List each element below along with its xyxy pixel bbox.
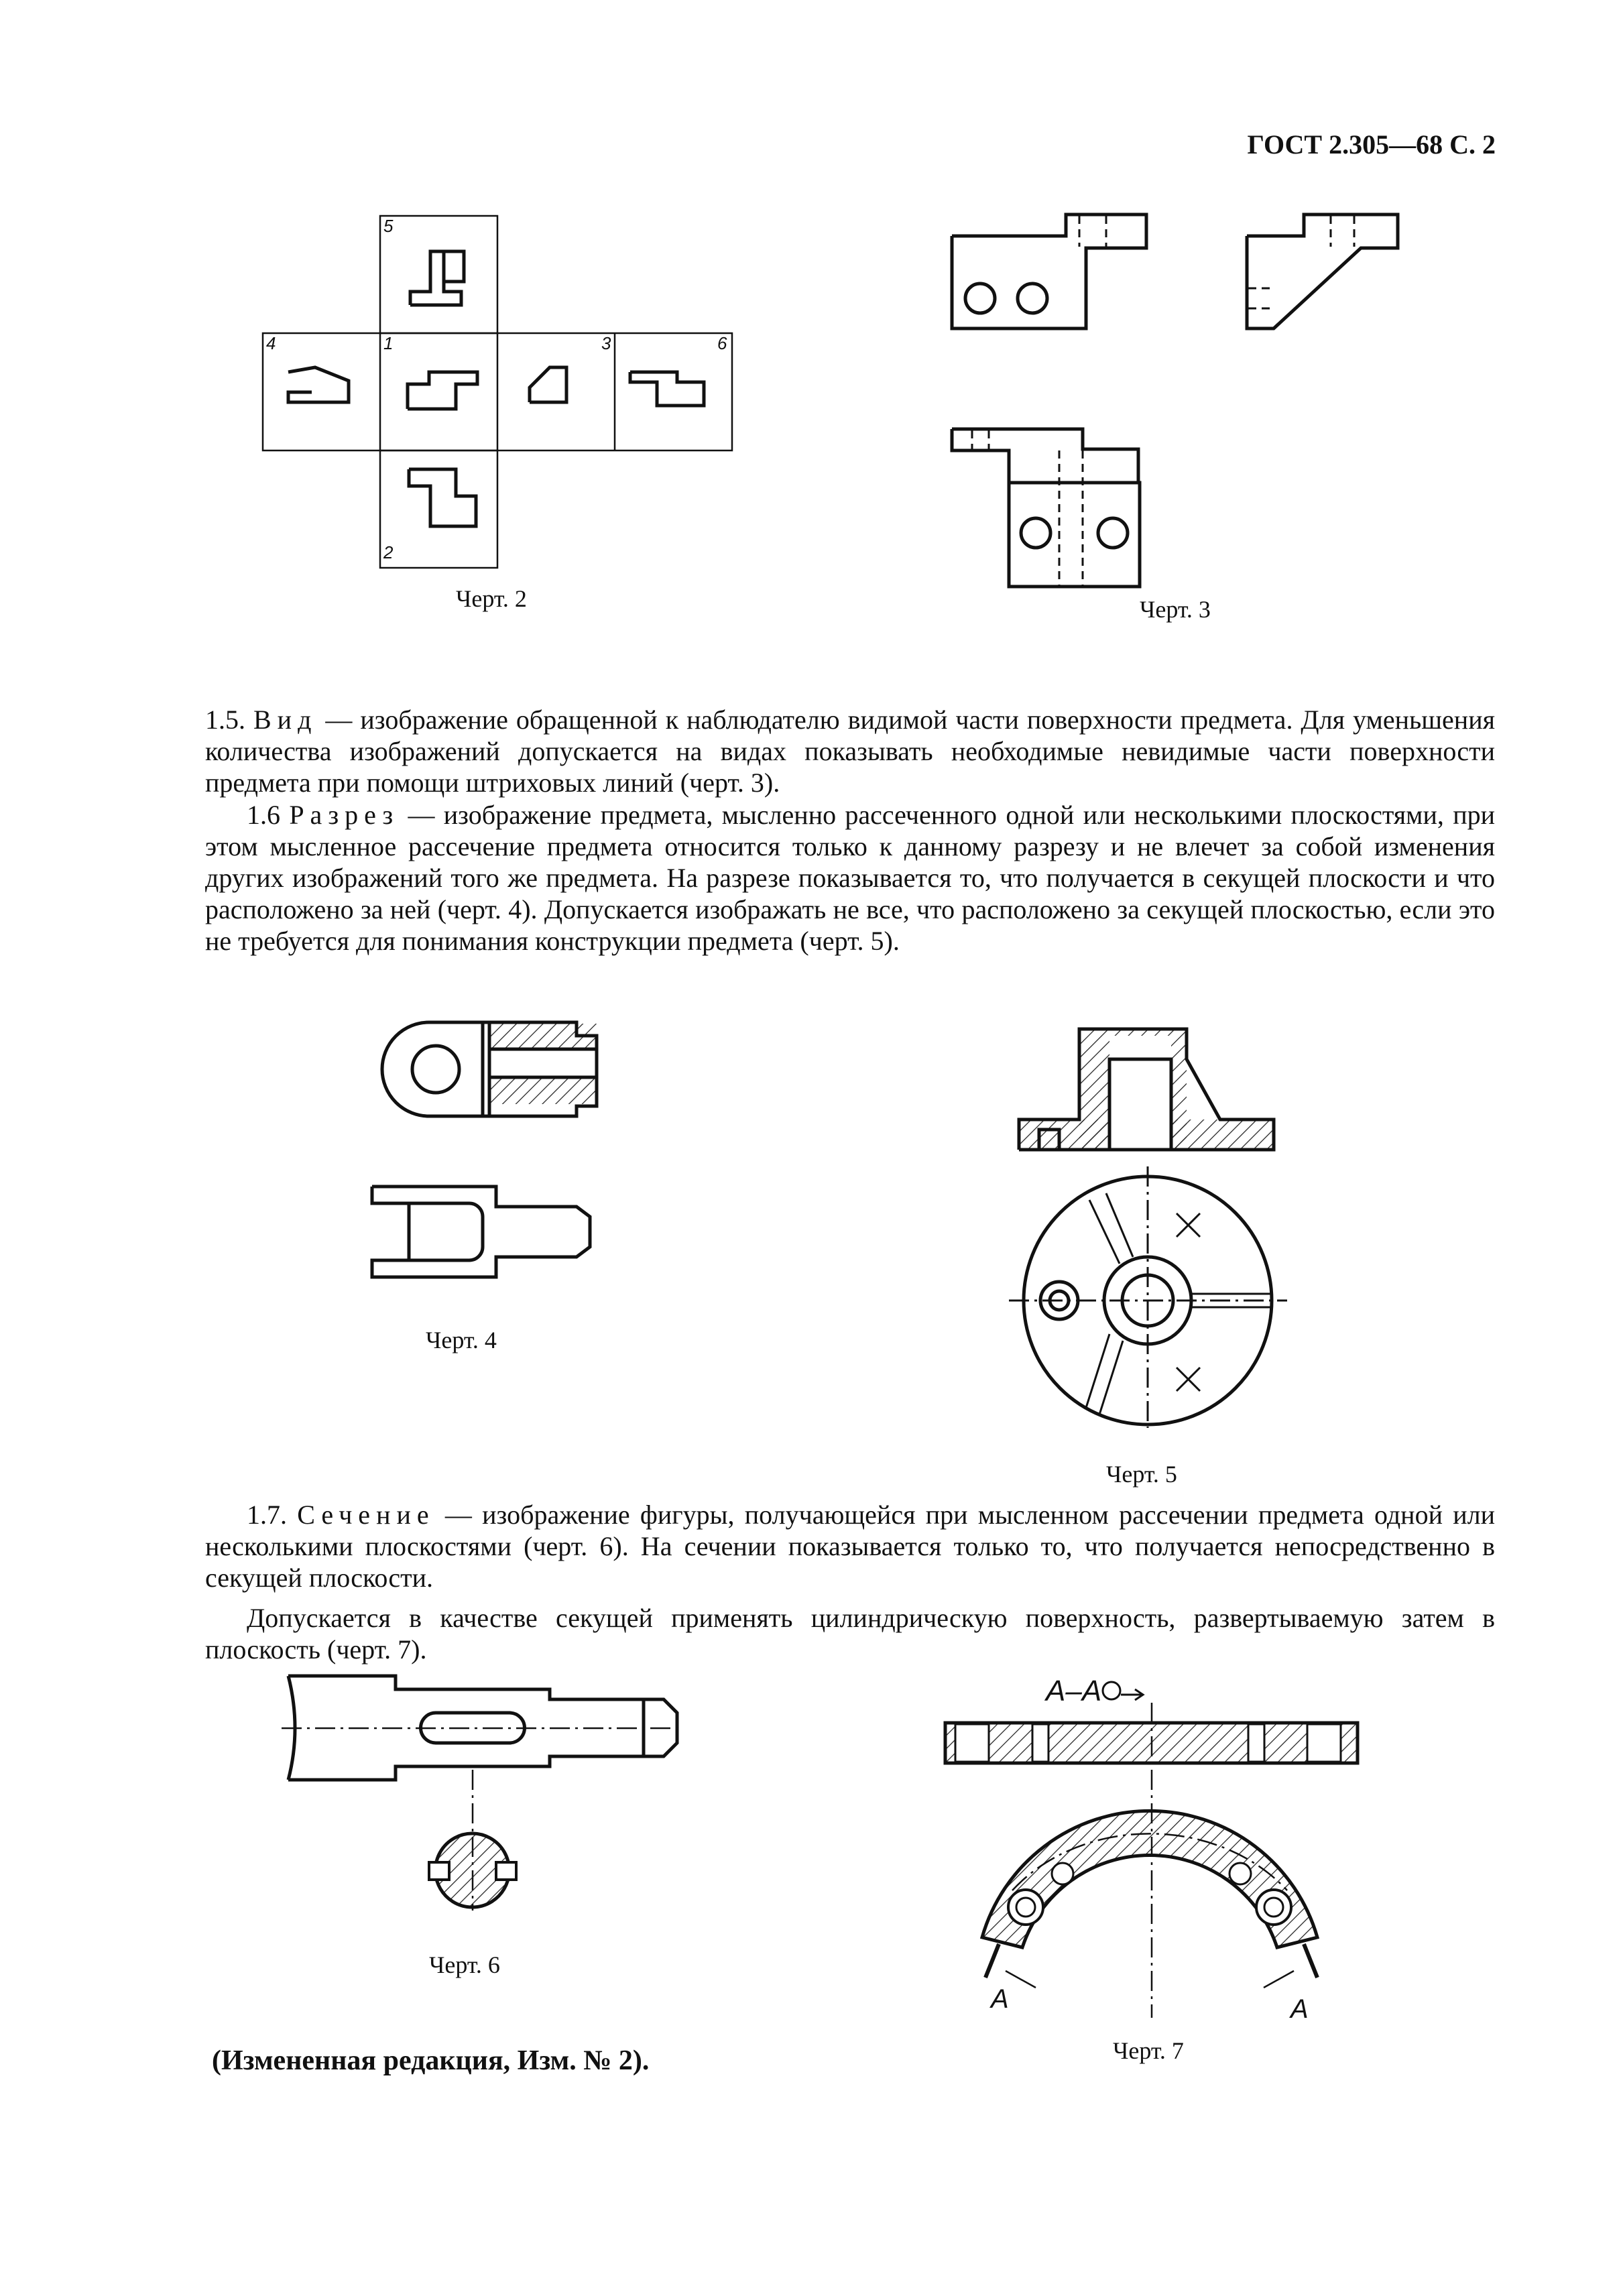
drawing-7: А–А А А [943, 1675, 1360, 2024]
paragraph-1-7: 1.7. Сечение — изображение фигуры, получ… [205, 1499, 1495, 1593]
view-6-label: 6 [717, 333, 727, 353]
view-3-label: 3 [601, 333, 611, 353]
page-header: ГОСТ 2.305—68 С. 2 [1247, 129, 1496, 160]
caption-chert-7: Черт. 7 [1113, 2037, 1184, 2064]
view-5-label: 5 [383, 216, 394, 236]
view-1-label: 1 [383, 333, 393, 353]
section-mark-right: А [1289, 1994, 1309, 2024]
drawing-4 [370, 1020, 599, 1279]
caption-chert-3: Черт. 3 [1140, 596, 1211, 623]
amendment-note: (Измененная редакция, Изм. № 2). [212, 2045, 650, 2076]
caption-chert-6: Черт. 6 [429, 1951, 500, 1978]
para-1-7-text: — изображение фигуры, получающейся при м… [205, 1500, 1496, 1593]
caption-chert-2: Черт. 2 [456, 585, 527, 612]
para-1-6-num: 1.6 [247, 800, 290, 830]
para-1-7-b-text: Допускается в качестве секущей применять… [205, 1603, 1495, 1665]
drawing-3 [950, 213, 1400, 589]
drawing-3-dashed [971, 216, 1356, 585]
drawing-2 [261, 215, 733, 569]
para-1-7-num: 1.7. [247, 1500, 298, 1530]
drawing-5 [1009, 1027, 1287, 1428]
para-1-5-num: 1.5. [205, 705, 253, 735]
caption-chert-5: Черт. 5 [1106, 1461, 1177, 1488]
section-mark-left: А [989, 1984, 1009, 2014]
para-1-5-term: Вид [253, 705, 318, 735]
paragraph-1-6: 1.6 Разрез — изображение предмета, мысле… [205, 799, 1495, 957]
drawing-6 [282, 1674, 684, 1911]
para-1-7-term: Сечение [297, 1500, 435, 1530]
para-1-6-term: Разрез [289, 800, 400, 830]
view-2-label: 2 [383, 542, 394, 562]
caption-chert-4: Черт. 4 [426, 1327, 497, 1353]
section-label: А–А [1044, 1675, 1101, 1707]
paragraph-1-5: 1.5. Вид — изображение обращенной к набл… [205, 704, 1495, 798]
para-1-5-text: — изображение обращенной к наблюдателю в… [205, 705, 1495, 798]
view-4-label: 4 [266, 333, 276, 353]
paragraph-1-7-b: Допускается в качестве секущей применять… [205, 1602, 1495, 1665]
para-1-6-text: — изображение предмета, мысленно рассече… [205, 800, 1496, 956]
